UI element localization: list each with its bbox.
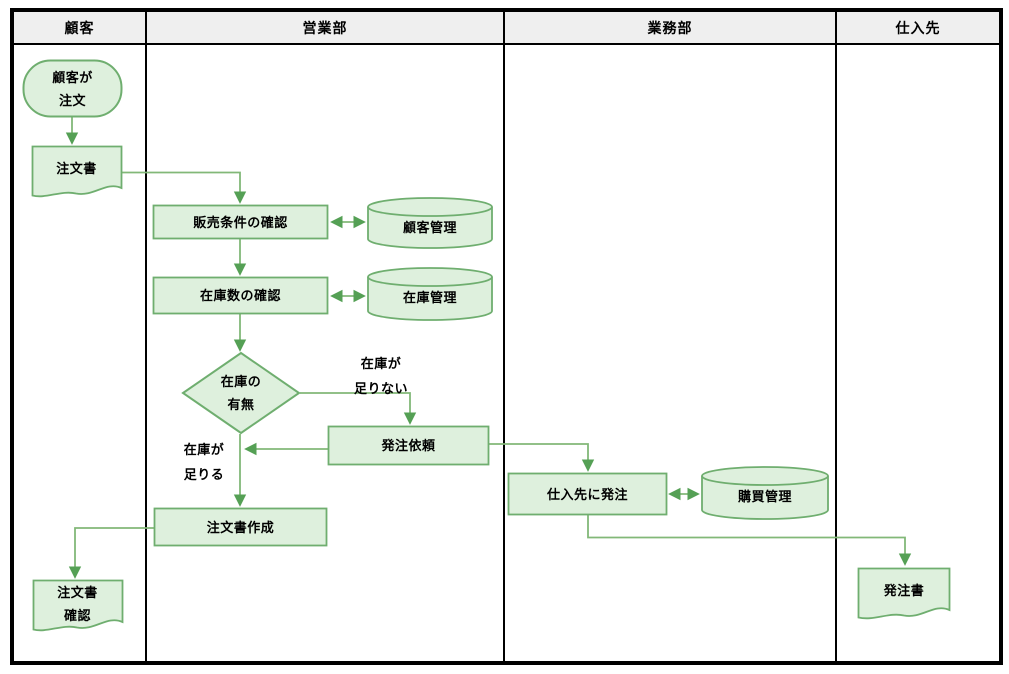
decision-stock-availability-label: 在庫の 有無 [220, 374, 262, 412]
terminator-customer-order [22, 59, 123, 118]
process-check-sales-conditions [152, 204, 329, 240]
document-order-form-label: 注文書 [56, 160, 97, 176]
lane-header-sales: 営業部 [302, 19, 348, 36]
database-purchase-management-label: 購買管理 [737, 488, 792, 504]
lane-divider-customer-sales [145, 12, 147, 661]
diagram-frame [10, 8, 1003, 665]
connector-create-order-form-to-confirm [68, 527, 154, 579]
connector-order-form-to-check-sales-conditions [121, 171, 247, 204]
process-create-order-form [153, 507, 328, 547]
edge-label-insufficient-stock: 在庫が 足りない [353, 356, 408, 396]
document-confirm-order-form-label: 注文書 確認 [57, 585, 98, 623]
lane-header-customer: 顧客 [64, 19, 95, 36]
decision-stock-availability [181, 351, 301, 435]
terminator-customer-order-label: 顧客が 注文 [52, 69, 93, 108]
process-check-stock-quantity [152, 276, 329, 315]
process-create-order-form-label: 注文書作成 [206, 519, 275, 535]
lane-divider-sales-operations [503, 12, 505, 661]
document-purchase-order-label: 発注書 [883, 582, 925, 598]
document-purchase-order [857, 567, 951, 620]
connector-order-request-to-order-to-supplier [488, 443, 595, 472]
database-stock-management [367, 267, 493, 321]
lane-header-band [14, 12, 999, 45]
connector-decision-to-order-request [300, 392, 417, 425]
database-customer-management [367, 197, 493, 249]
process-order-to-supplier [507, 472, 668, 516]
process-order-request [327, 425, 490, 466]
edge-label-sufficient-stock: 在庫が 足りる [183, 442, 225, 482]
process-check-stock-quantity-label: 在庫数の確認 [199, 288, 281, 303]
lane-header-operations: 業務部 [647, 19, 693, 36]
document-confirm-order-form [32, 579, 124, 632]
document-order-form [31, 145, 123, 198]
process-order-request-label: 発注依頼 [381, 437, 436, 453]
lane-divider-operations-supplier [835, 12, 837, 661]
lane-header-supplier: 仕入先 [895, 19, 941, 36]
connector-order-to-supplier-to-purchase-order [587, 515, 912, 566]
database-stock-management-label: 在庫管理 [402, 290, 457, 305]
database-customer-management-label: 顧客管理 [402, 220, 457, 235]
process-check-sales-conditions-label: 販売条件の確認 [193, 214, 288, 230]
process-order-to-supplier-label: 仕入先に発注 [546, 486, 628, 502]
database-purchase-management [701, 466, 829, 520]
